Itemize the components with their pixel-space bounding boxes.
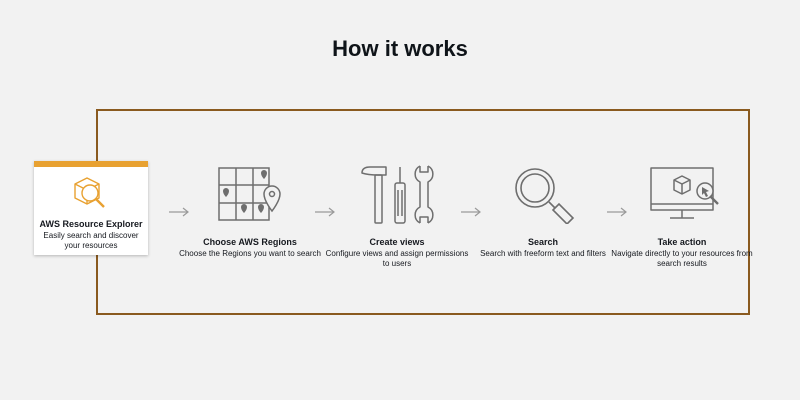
step-description-action: Navigate directly to your resources from…: [611, 249, 753, 268]
step-title-search: Search: [527, 237, 559, 247]
step-title-action: Take action: [657, 237, 707, 247]
step-title-views: Create views: [369, 237, 425, 247]
card-title: AWS Resource Explorer: [39, 219, 143, 229]
product-card: AWS Resource Explorer Easily search and …: [34, 161, 148, 255]
arrow-right-icon: [169, 207, 189, 217]
step-description-regions: Choose the Regions you want to search: [179, 249, 321, 258]
resource-explorer-icon: [74, 177, 105, 208]
magnifier-icon: [515, 168, 575, 224]
step-title-regions: Choose AWS Regions: [203, 237, 297, 247]
region-map-icon: [218, 167, 281, 221]
page-title: How it works: [332, 36, 468, 61]
monitor-action-icon: [650, 167, 719, 219]
card-description: Easily search and discover your resource…: [43, 231, 139, 250]
arrow-right-icon: [607, 207, 627, 217]
step-description-search: Search with freeform text and filters: [480, 249, 606, 258]
tools-icon: [361, 165, 434, 224]
arrow-right-icon: [461, 207, 481, 217]
step-description-views: Configure views and assign permissions t…: [325, 249, 469, 268]
arrow-right-icon: [315, 207, 335, 217]
